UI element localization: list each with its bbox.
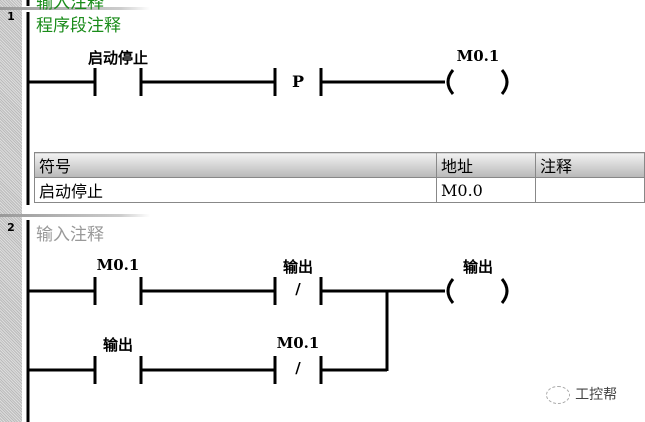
contact-label[interactable]: 启动停止	[87, 49, 148, 67]
nc-contact-label[interactable]: M0.1	[276, 334, 320, 352]
watermark: 工控帮	[546, 384, 617, 404]
rung-2	[28, 277, 509, 384]
address-cell: M0.0	[436, 177, 536, 203]
wechat-icon	[546, 385, 570, 404]
nc-contact-label[interactable]: 输出	[282, 258, 313, 276]
network-separator	[0, 7, 300, 10]
column-header-comment: 注释	[535, 152, 645, 178]
network-separator	[0, 214, 300, 217]
column-header-address: 地址	[436, 152, 536, 178]
symbol-table: 符号 地址 注释 启动停止 M0.0	[34, 152, 645, 203]
network-number: 1	[7, 10, 15, 23]
table-row: 启动停止 M0.0	[34, 177, 645, 203]
nc-symbol: /	[295, 359, 301, 377]
contact-label[interactable]: 输出	[102, 336, 133, 354]
network-comment[interactable]: 输入注释	[36, 225, 104, 245]
contact-label[interactable]: M0.1	[96, 256, 140, 274]
watermark-text: 工控帮	[575, 387, 618, 403]
network-number: 2	[7, 221, 15, 234]
column-header-symbol: 符号	[34, 152, 437, 178]
coil-label[interactable]: M0.1	[456, 47, 500, 65]
network-comment[interactable]: 程序段注释	[36, 16, 121, 36]
positive-edge-box[interactable]: P	[291, 72, 305, 91]
previous-network-comment: 输入注释	[36, 0, 104, 13]
comment-cell	[535, 177, 645, 203]
network-gutter	[0, 0, 22, 422]
rung-1	[28, 68, 509, 96]
nc-symbol: /	[295, 280, 301, 298]
coil-label[interactable]: 输出	[462, 258, 493, 276]
symbol-cell: 启动停止	[34, 177, 437, 203]
